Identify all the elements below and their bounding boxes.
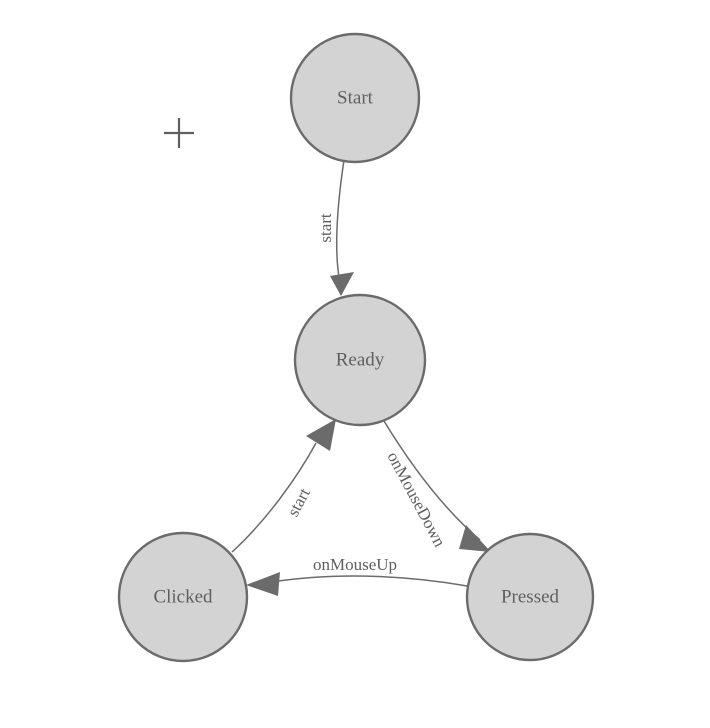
edge-ready-to-pressed[interactable]: onMouseDown <box>383 420 491 552</box>
edge-start-to-ready[interactable]: start <box>316 159 354 296</box>
edge-clicked-to-ready-arrowhead <box>306 419 336 451</box>
node-ready[interactable]: Ready <box>293 293 427 427</box>
node-pressed-circle <box>465 532 595 662</box>
node-ready-label: Ready <box>336 349 385 370</box>
edge-ready-to-pressed-arrowhead <box>459 525 491 552</box>
node-clicked-label: Clicked <box>153 586 213 607</box>
node-clicked[interactable]: Clicked <box>117 531 249 663</box>
edge-label-start-to-ready: start <box>316 213 335 243</box>
edge-pressed-to-clicked[interactable]: onMouseUp <box>246 555 468 596</box>
edge-start-to-ready-path <box>336 159 345 278</box>
edge-pressed-to-clicked-arrowhead <box>246 572 280 596</box>
edge-pressed-to-clicked-path <box>271 575 468 587</box>
plus-marker-icon[interactable] <box>164 118 194 148</box>
edge-start-to-ready-arrowhead <box>330 272 354 296</box>
node-start[interactable]: Start <box>289 32 421 164</box>
edge-label-clicked-to-ready: start <box>283 485 314 520</box>
edge-label-pressed-to-clicked: onMouseUp <box>313 555 397 574</box>
edge-clicked-to-ready[interactable]: start <box>231 419 336 553</box>
edge-clicked-to-ready-path <box>231 442 317 553</box>
node-start-label: Start <box>337 87 374 108</box>
node-pressed-label: Pressed <box>501 586 560 607</box>
node-ready-circle <box>293 293 427 427</box>
node-pressed[interactable]: Pressed <box>465 532 595 662</box>
node-start-circle <box>289 32 421 164</box>
node-clicked-circle <box>117 531 249 663</box>
